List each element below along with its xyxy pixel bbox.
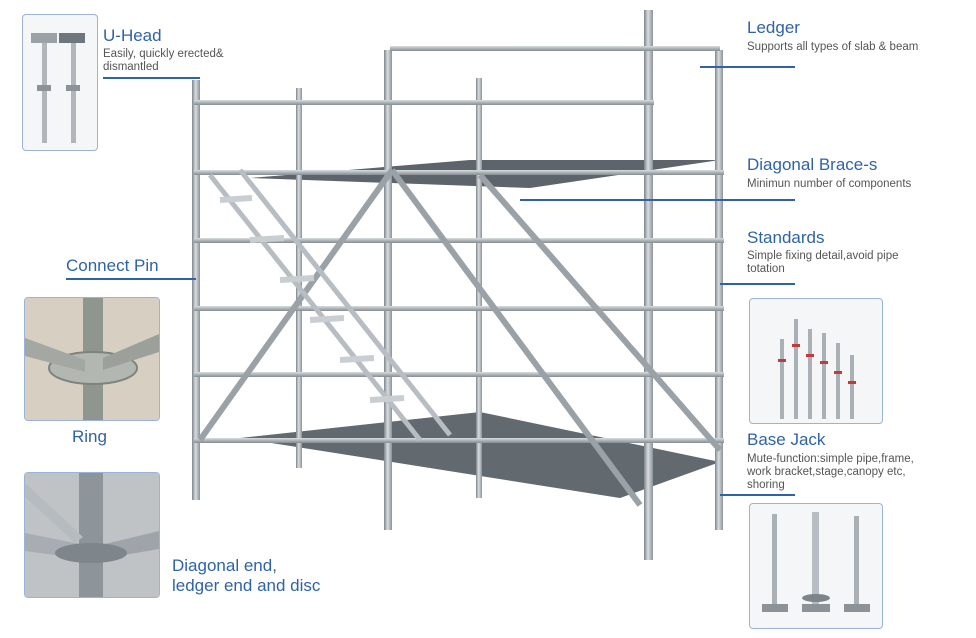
diagonal-end-thumbnail	[24, 472, 160, 598]
diagonal-end-title-line2: ledger end and disc	[172, 576, 321, 595]
diagonal-end-title-line1: Diagonal end,	[172, 556, 277, 575]
ledger-title: Ledger	[747, 18, 800, 37]
uhead-desc-line1: Easily, quickly erected&	[103, 48, 224, 60]
diagonal-brace-title: Diagonal Brace-s	[747, 155, 878, 174]
uhead-thumbnail	[22, 14, 98, 151]
base-jack-leader	[720, 494, 795, 496]
base-jack-desc-line3: shoring	[747, 479, 785, 491]
base-jack-desc-line1: Mute-function:simple pipe,frame,	[747, 453, 914, 465]
uhead-desc-line2: dismantled	[103, 61, 159, 73]
standards-title: Standards	[747, 228, 825, 247]
ledger-leader	[700, 66, 795, 68]
connect-pin-title: Connect Pin	[66, 256, 159, 275]
standards-leader	[720, 283, 795, 285]
base-jack-title: Base Jack	[747, 430, 826, 449]
uhead-leader	[103, 77, 200, 79]
standards-desc-line1: Simple fixing detail,avoid pipe	[747, 250, 899, 262]
standards-thumbnail	[749, 298, 883, 424]
ring-thumbnail	[24, 297, 160, 421]
ring-title: Ring	[72, 427, 107, 446]
uhead-title: U-Head	[103, 26, 162, 45]
base-jack-thumbnail	[749, 503, 883, 629]
diagonal-brace-leader	[520, 199, 795, 201]
scaffold-illustration	[180, 10, 740, 570]
standards-desc-line2: totation	[747, 263, 785, 275]
ledger-desc: Supports all types of slab & beam	[747, 41, 919, 53]
diagonal-brace-desc: Minimun number of components	[747, 178, 912, 190]
base-jack-desc-line2: work bracket,stage,canopy etc,	[747, 466, 906, 478]
connect-pin-leader	[66, 278, 196, 280]
